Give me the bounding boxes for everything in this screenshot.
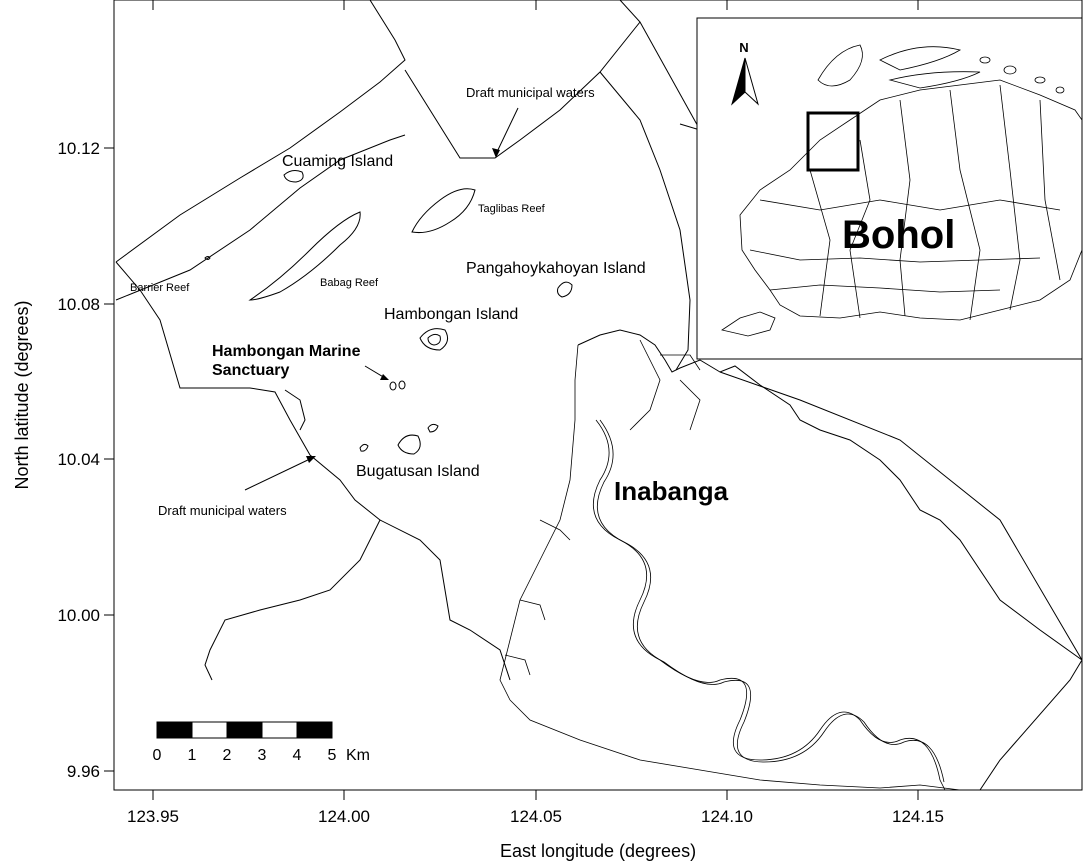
x-tick-label: 123.95 <box>127 807 179 826</box>
x-tick-label: 124.05 <box>510 807 562 826</box>
cuaming-label: Cuaming Island <box>282 153 393 170</box>
bugatusan-island <box>397 434 421 455</box>
y-tick-label: 10.00 <box>57 606 100 625</box>
islands <box>204 170 573 455</box>
inabanga-label: Inabanga <box>614 476 729 506</box>
y-tick-label: 9.96 <box>67 762 100 781</box>
scale-bar: 0 1 2 3 4 5 Km <box>153 721 370 764</box>
pangahoykahoyan-island <box>557 281 573 298</box>
y-tick-label: 10.12 <box>57 139 100 158</box>
y-axis-title: North latitude (degrees) <box>12 300 32 489</box>
inset-map: N Bohol <box>696 17 1083 360</box>
north-arrow-icon <box>731 57 759 106</box>
bohol-label: Bohol <box>842 213 955 257</box>
draft-top-label: Draft municipal waters <box>466 85 595 100</box>
scale-tick: 0 <box>153 747 162 764</box>
hambongan-island <box>419 328 449 351</box>
y-axis: 10.12 10.08 10.04 10.00 9.96 North latit… <box>12 139 114 781</box>
scale-tick: 3 <box>258 747 267 764</box>
x-axis-title: East longitude (degrees) <box>500 841 696 861</box>
pangahoy-label: Pangahoykahoyan Island <box>466 260 646 277</box>
map-frame <box>113 0 1083 791</box>
scale-unit: Km <box>346 747 370 764</box>
map-labels: Cuaming Island Taglibas Reef Pangahoykah… <box>130 85 729 518</box>
scale-tick: 1 <box>188 747 197 764</box>
arrows <box>244 107 519 491</box>
cuaming-island <box>283 170 304 183</box>
scale-tick: 2 <box>223 747 232 764</box>
scale-tick: 4 <box>293 747 302 764</box>
sanctuary-islet <box>398 380 406 390</box>
hambongan-label: Hambongan Island <box>384 306 518 323</box>
x-tick-label: 124.15 <box>892 807 944 826</box>
taglibas-reef <box>411 188 476 233</box>
x-tick-label: 124.10 <box>701 807 753 826</box>
bohol-outline <box>739 79 1083 321</box>
small-islet <box>204 256 211 260</box>
north-label: N <box>739 40 748 55</box>
sanctuary-label-2: Sanctuary <box>212 362 289 379</box>
x-axis: 123.95 124.00 124.05 124.10 124.15 East … <box>127 0 944 861</box>
sanctuary-label-1: Hambongan Marine <box>212 343 361 360</box>
municipal-boundaries <box>115 0 1083 791</box>
babag-reef <box>248 211 361 301</box>
locator-box <box>806 111 860 172</box>
small-islet <box>359 443 369 452</box>
draft-left-label: Draft municipal waters <box>158 503 287 518</box>
babag-label: Babag Reef <box>320 277 379 289</box>
small-islet <box>427 423 439 433</box>
y-tick-label: 10.04 <box>57 450 100 469</box>
bugatusan-label: Bugatusan Island <box>356 463 480 480</box>
scale-tick: 5 <box>328 747 337 764</box>
y-tick-label: 10.08 <box>57 295 100 314</box>
x-tick-label: 124.00 <box>318 807 370 826</box>
hambongan-island-inner <box>427 333 441 346</box>
barrier-label: Barrier Reef <box>130 282 190 294</box>
taglibas-label: Taglibas Reef <box>478 203 546 215</box>
inabanga-land <box>499 329 1083 791</box>
sanctuary-islet <box>389 381 397 391</box>
